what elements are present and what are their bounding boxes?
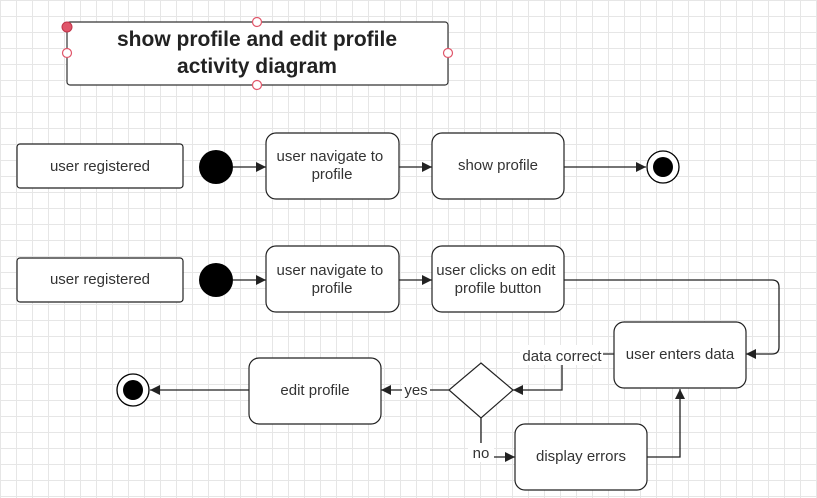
decision-node[interactable]: [448, 362, 514, 419]
actor-box-row2[interactable]: user registered: [16, 257, 184, 303]
guard-label-bg: [520, 345, 603, 365]
selection-handle[interactable]: [61, 47, 73, 59]
title-box[interactable]: show profile and edit profile activity d…: [61, 16, 454, 91]
show-profile-label: show profile: [458, 157, 538, 174]
selection-handle[interactable]: [251, 79, 263, 91]
selection-handle[interactable]: [61, 21, 73, 33]
actor-label-row1: user registered: [50, 158, 150, 175]
initial-node-row2[interactable]: [199, 263, 233, 297]
navigate-label-line: profile: [312, 166, 353, 183]
actor-label-row2: user registered: [50, 271, 150, 288]
yes-label: yes: [404, 382, 427, 399]
final-node-row1[interactable]: [646, 150, 680, 184]
title-line-2: activity diagram: [177, 55, 337, 78]
final-node-row2[interactable]: [116, 373, 150, 407]
no-label-bg: [468, 443, 494, 462]
selection-handle[interactable]: [251, 16, 263, 28]
decision-guard-label: data correct: [522, 348, 602, 365]
activity-navigate-row1[interactable]: user navigate to profile: [265, 132, 400, 200]
navigate-label-row2: user navigate to profile: [277, 262, 388, 297]
initial-node-row1[interactable]: [199, 150, 233, 184]
click-edit-label: user clicks on edit profile button: [436, 262, 559, 297]
activity-click-edit[interactable]: user clicks on edit profile button: [431, 245, 565, 313]
enter-data-label: user enters data: [626, 346, 735, 363]
click-edit-label-line: profile button: [455, 280, 542, 297]
edit-profile-label: edit profile: [280, 382, 349, 399]
actor-box-row1[interactable]: user registered: [16, 143, 184, 189]
selection-handle[interactable]: [442, 47, 454, 59]
display-errors-label: display errors: [536, 448, 626, 465]
edge-errors-to-enter-data[interactable]: [647, 389, 685, 458]
activity-navigate-row2[interactable]: user navigate to profile: [265, 245, 400, 313]
navigate-label-line: profile: [312, 280, 353, 297]
title-line-1: show profile and edit profile: [117, 28, 397, 51]
navigate-label-line: user navigate to: [277, 262, 384, 279]
edge-click-to-enter-data[interactable]: [564, 279, 780, 359]
activity-edit-profile[interactable]: edit profile: [248, 357, 382, 425]
click-edit-label-line: user clicks on edit: [436, 262, 556, 279]
activity-display-errors[interactable]: display errors: [514, 423, 648, 491]
activity-enter-data[interactable]: user enters data: [613, 321, 747, 389]
activity-show-profile[interactable]: show profile: [431, 132, 565, 200]
navigate-label-row1: user navigate to profile: [277, 148, 388, 183]
yes-label-bg: [402, 380, 430, 399]
navigate-label-line: user navigate to: [277, 148, 384, 165]
no-label: no: [473, 445, 490, 462]
